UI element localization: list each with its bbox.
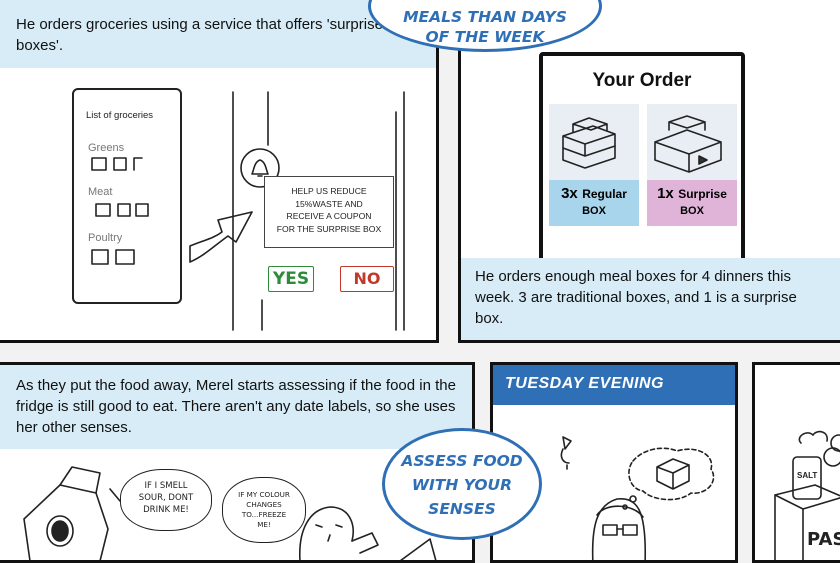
regular-count: 3x bbox=[561, 185, 578, 202]
panel-grocery-order: He orders groceries using a service that… bbox=[0, 0, 439, 343]
regular-box-card: 3x Regular BOX bbox=[549, 104, 639, 226]
surprise-box-card: 1x Surprise BOX bbox=[647, 104, 737, 226]
colour-line-4: ME! bbox=[257, 520, 271, 529]
caption-assess: As they put the food away, Merel starts … bbox=[0, 365, 472, 449]
grocery-phone: List of groceries Greens Meat Poultry bbox=[72, 88, 182, 304]
category-greens: Greens bbox=[88, 142, 125, 154]
man-thinking-sketch bbox=[560, 436, 715, 560]
colour-line-1: IF MY COLOUR bbox=[238, 490, 290, 499]
bubble-mid-line-3: SENSES bbox=[428, 500, 496, 518]
pasta-label: PAST bbox=[807, 529, 840, 550]
speech-bubble-smell: IF I SMELL SOUR, DONT DRINK ME! bbox=[120, 469, 212, 531]
bubble-top-line-2: OF THE WEEK bbox=[425, 28, 545, 46]
regular-boxes-icon bbox=[562, 117, 616, 169]
surprise-box-label: 1x Surprise BOX bbox=[647, 180, 737, 226]
surprise-box-icon bbox=[654, 115, 722, 173]
no-button[interactable]: NO bbox=[340, 266, 394, 292]
regular-box-word: BOX bbox=[582, 205, 606, 217]
bubble-mid-line-2: WITH YOUR bbox=[411, 476, 513, 494]
panel-pantry: SALT PAST bbox=[752, 362, 840, 563]
grocery-checkboxes bbox=[91, 157, 149, 265]
grocery-list-title: List of groceries bbox=[86, 110, 154, 121]
tuesday-evening-banner: TUESDAY EVENING bbox=[493, 365, 735, 405]
popup-line-4: FOR THE SURPRISE BOX bbox=[276, 223, 382, 234]
smell-line-2: SOUR, DONT bbox=[138, 493, 194, 503]
waste-reduction-popup: HELP US REDUCE 15%WASTE AND RECEIVE A CO… bbox=[264, 176, 394, 248]
popup-line-2: 15%WASTE AND bbox=[295, 198, 363, 209]
surprise-name: Surprise bbox=[678, 187, 727, 201]
caption-grocery: He orders groceries using a service that… bbox=[0, 0, 436, 68]
category-meat: Meat bbox=[88, 186, 113, 198]
surprise-box-word: BOX bbox=[680, 205, 704, 217]
regular-box-label: 3x Regular BOX bbox=[549, 180, 639, 226]
salt-label: SALT bbox=[797, 471, 818, 480]
caption-assess-text: As they put the food away, Merel starts … bbox=[16, 377, 456, 436]
door-and-arrow-sketch bbox=[189, 91, 405, 331]
popup-line-1: HELP US REDUCE bbox=[291, 186, 367, 196]
milk-carton-sketch bbox=[23, 466, 437, 560]
tuesday-evening-title: TUESDAY EVENING bbox=[505, 375, 664, 392]
category-poultry: Poultry bbox=[88, 232, 123, 244]
smell-line-1: IF I SMELL bbox=[144, 481, 188, 491]
regular-name: Regular bbox=[582, 187, 627, 201]
bubble-meals-than-days: MEALS THAN DAYS OF THE WEEK bbox=[368, 0, 602, 52]
caption-order: He orders enough meal boxes for 4 dinner… bbox=[461, 258, 840, 340]
surprise-count: 1x bbox=[657, 185, 674, 202]
order-phone: Your Order 3x Regular BOX bbox=[539, 52, 745, 272]
caption-order-text: He orders enough meal boxes for 4 dinner… bbox=[475, 268, 797, 327]
colour-line-2: CHANGES bbox=[246, 500, 282, 509]
speech-bubble-colour: IF MY COLOUR CHANGES TO...FREEZE ME! bbox=[222, 477, 306, 543]
pantry-items-sketch bbox=[774, 430, 840, 560]
colour-line-3: TO...FREEZE bbox=[241, 510, 287, 519]
popup-line-3: RECEIVE A COUPON bbox=[286, 211, 372, 221]
yes-button[interactable]: YES bbox=[268, 266, 314, 292]
bell-icon bbox=[240, 148, 280, 188]
bubble-top-line-1: MEALS THAN DAYS bbox=[403, 8, 567, 26]
caption-grocery-text: He orders groceries using a service that… bbox=[16, 16, 420, 54]
bubble-assess-food: ASSESS FOOD WITH YOUR SENSES bbox=[382, 428, 542, 540]
smell-line-3: DRINK ME! bbox=[143, 505, 189, 515]
panel-your-order: Your Order 3x Regular BOX bbox=[458, 0, 840, 343]
bubble-mid-line-1: ASSESS FOOD bbox=[401, 452, 523, 470]
order-title: Your Order bbox=[592, 70, 692, 91]
